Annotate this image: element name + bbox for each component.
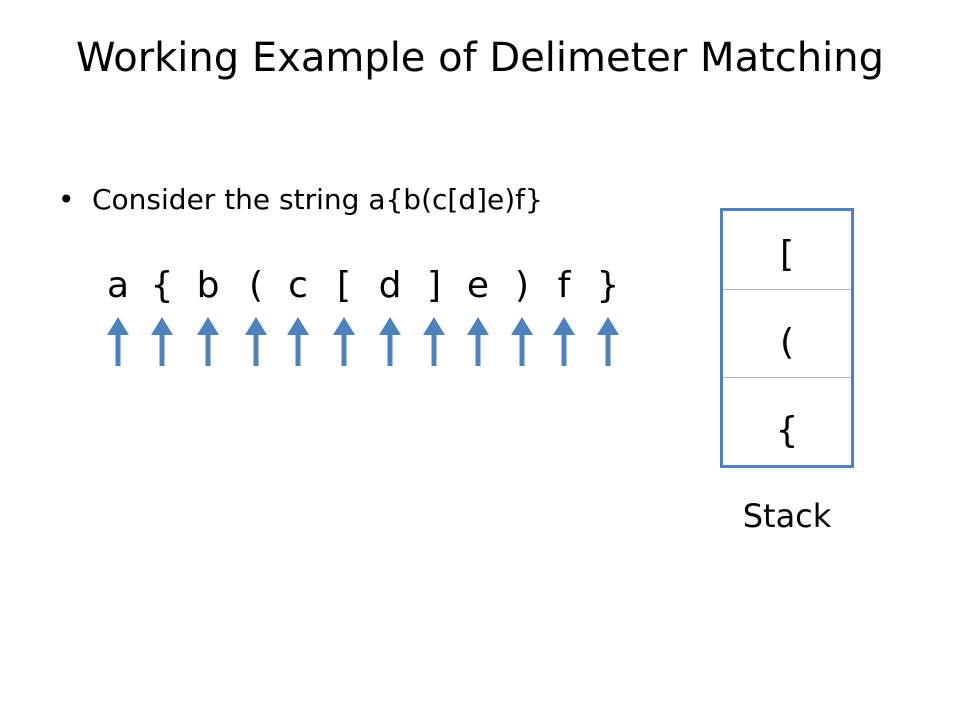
- char-5: [: [336, 265, 352, 306]
- up-arrow-icon: [287, 317, 309, 366]
- char-1: {: [150, 265, 174, 306]
- stack-divider: [723, 377, 851, 378]
- char-0: a: [106, 265, 130, 306]
- slide-title: Working Example of Delimeter Matching: [76, 35, 884, 81]
- up-arrow-icon: [423, 317, 445, 366]
- up-arrow-icon: [245, 317, 267, 366]
- up-arrow-icon: [597, 317, 619, 366]
- up-arrow-icon: [107, 317, 129, 366]
- bullet-dot-icon: •: [58, 183, 75, 216]
- char-8: e: [466, 265, 490, 306]
- up-arrow-icon: [553, 317, 575, 366]
- stack-box: [ ( {: [720, 208, 854, 468]
- bullet-item: • Consider the string a{b(c[d]e)f}: [58, 180, 543, 220]
- stack-item-top: [: [779, 234, 795, 275]
- char-3: (: [248, 265, 264, 306]
- char-6: d: [378, 265, 402, 306]
- stack-label: Stack: [742, 497, 832, 535]
- char-10: f: [557, 265, 571, 306]
- char-11: }: [596, 265, 620, 306]
- char-4: c: [288, 265, 308, 306]
- char-7: ]: [426, 265, 442, 306]
- char-9: ): [514, 265, 530, 306]
- char-2: b: [196, 265, 220, 306]
- up-arrow-icon: [333, 317, 355, 366]
- up-arrow-icon: [379, 317, 401, 366]
- up-arrow-icon: [511, 317, 533, 366]
- bullet-text: Consider the string a{b(c[d]e)f}: [92, 183, 543, 216]
- stack-item-middle: (: [779, 322, 795, 363]
- stack-item-bottom: {: [775, 410, 799, 451]
- up-arrow-icon: [151, 317, 173, 366]
- up-arrow-icon: [467, 317, 489, 366]
- up-arrow-icon: [197, 317, 219, 366]
- stack-divider: [723, 289, 851, 290]
